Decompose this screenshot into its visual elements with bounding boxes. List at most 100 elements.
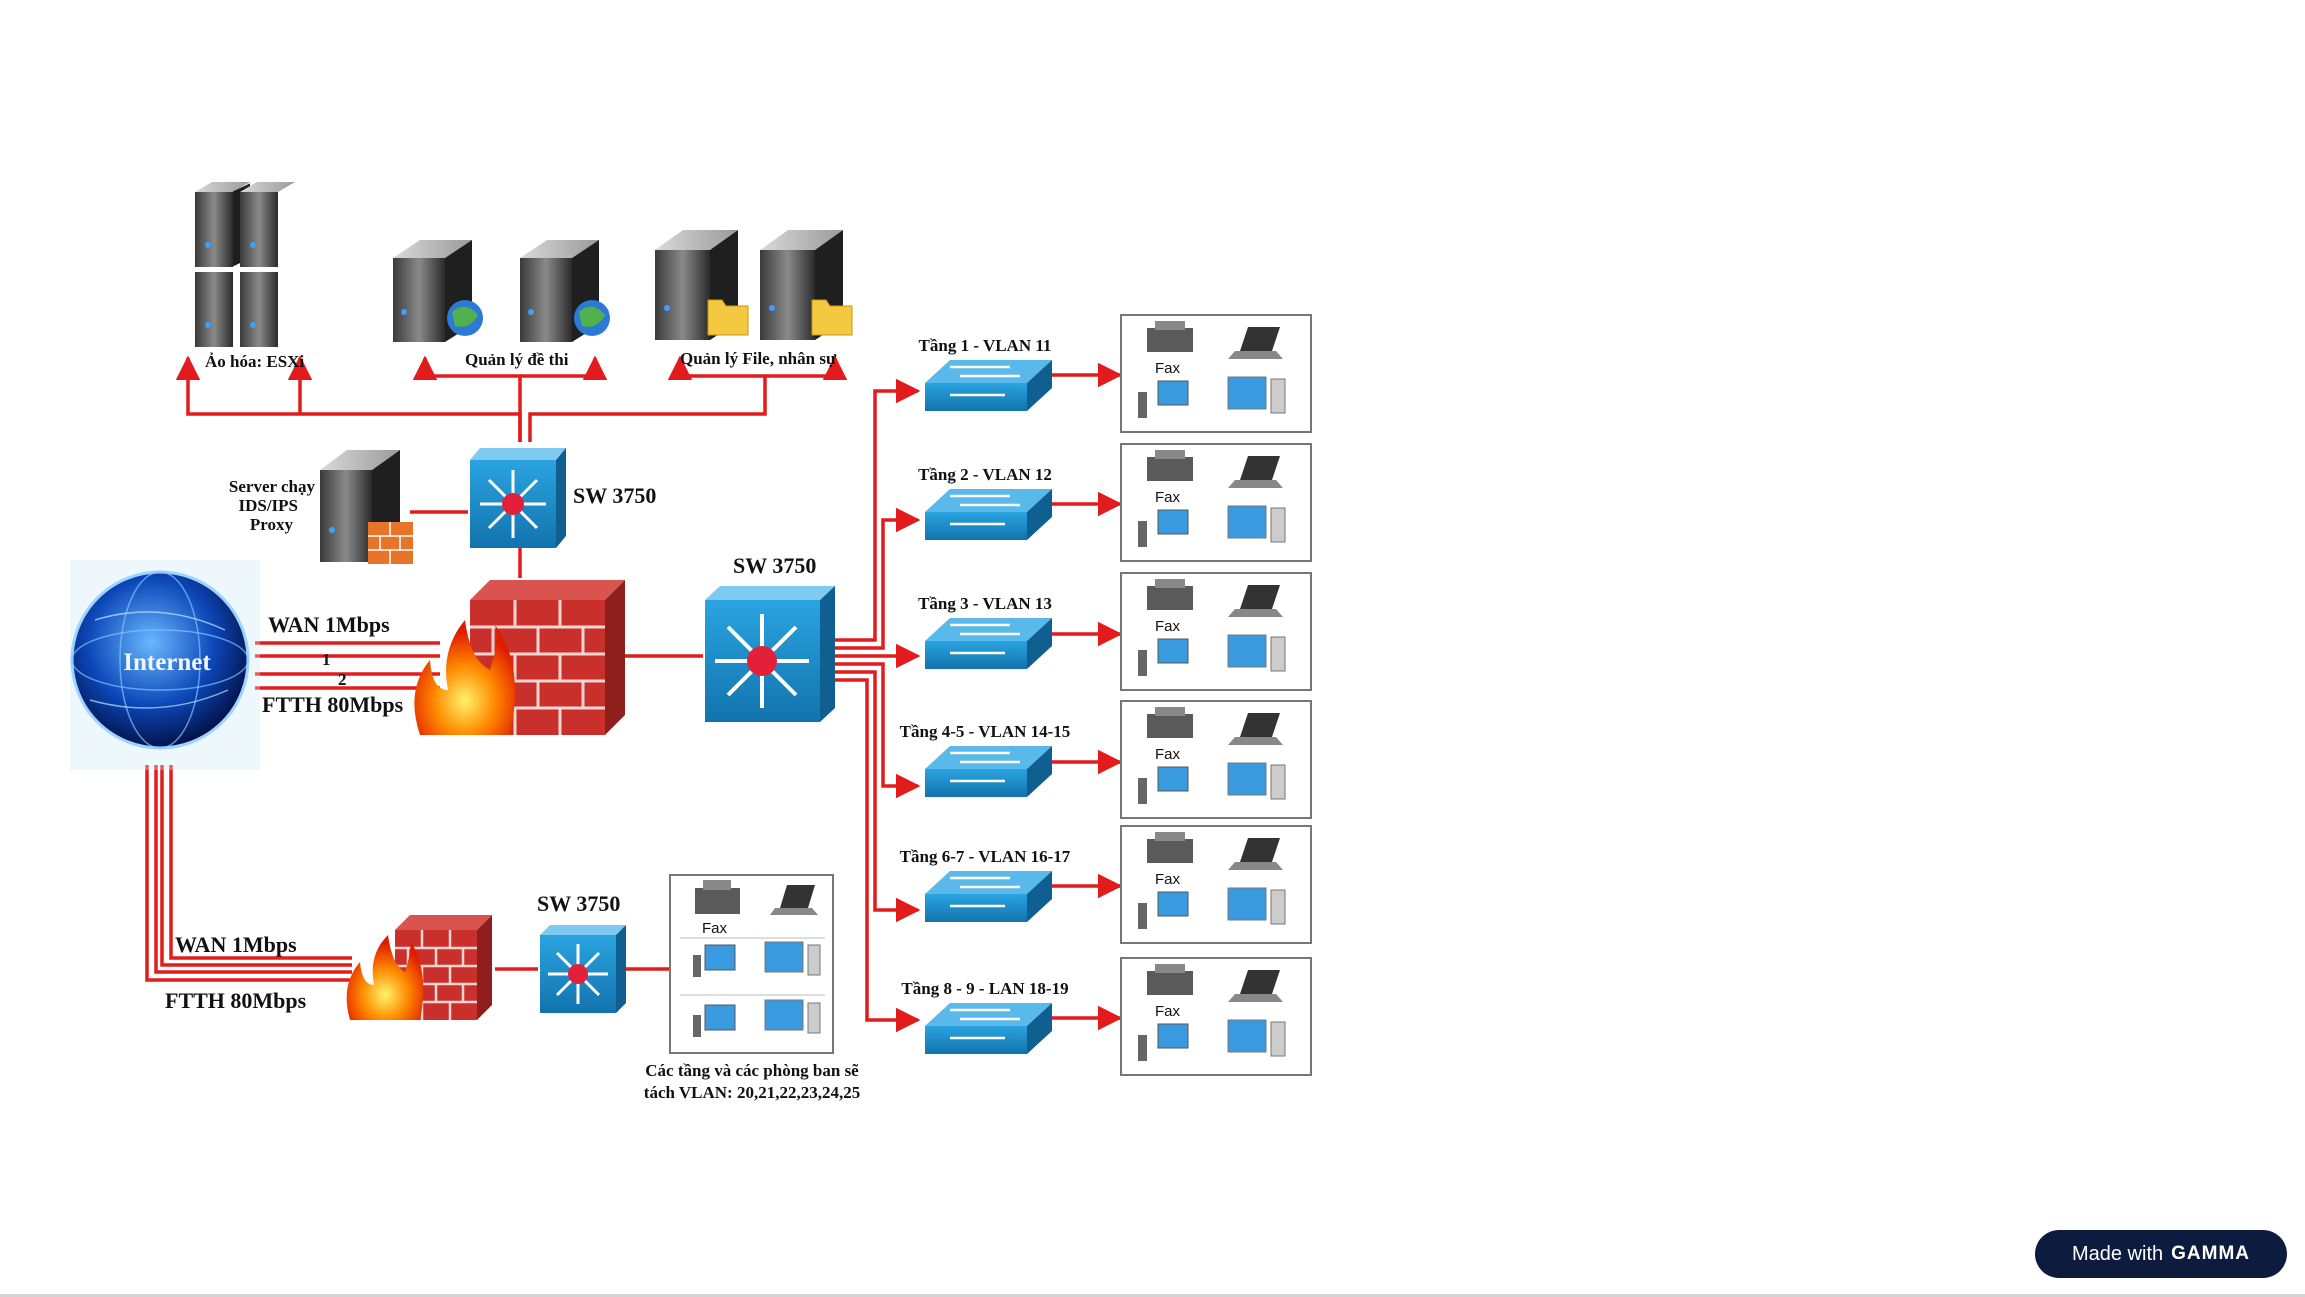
laptop-icon <box>1228 585 1283 617</box>
fax-label: Fax <box>1155 871 1181 888</box>
laptop-icon <box>1228 838 1283 870</box>
core-switch-label: SW 3750 <box>733 553 816 578</box>
desktop-icon <box>1138 1023 1189 1061</box>
link-top-sw-to-exam <box>412 355 522 442</box>
internet-globe: Internet <box>70 560 260 770</box>
floor-label: Tầng 4-5 - VLAN 14-15 <box>900 722 1071 741</box>
wan-link1-label: 1 <box>322 650 331 669</box>
imac-icon <box>1227 762 1286 800</box>
server-icon <box>195 182 295 347</box>
main-firewall <box>414 580 625 735</box>
access-switch-icon <box>925 746 1052 797</box>
desktop-icon <box>1138 638 1189 676</box>
link-core-to-floor6 <box>832 678 921 1033</box>
server-icon <box>393 240 472 342</box>
server-group-virtualization: Ảo hóa: ESXi <box>195 182 304 371</box>
floor-clients-box: Fax <box>1120 443 1312 562</box>
access-switch-icon <box>925 1003 1052 1054</box>
imac-icon <box>1227 505 1286 543</box>
firewall-badge-icon <box>368 522 413 564</box>
link-core-to-floor4 <box>832 662 921 799</box>
desktop-icon <box>1138 509 1189 547</box>
link-file-right <box>765 355 848 381</box>
links <box>145 355 1123 1033</box>
floor-row: Tầng 2 - VLAN 12 Fax <box>918 443 1312 562</box>
floor-label: Tầng 1 - VLAN 11 <box>919 336 1052 355</box>
gamma-brand-logo: GAMMA <box>2171 1243 2251 1264</box>
imac-icon <box>1227 634 1286 672</box>
floor-label: Tầng 2 - VLAN 12 <box>918 465 1052 484</box>
virtualization-label: Ảo hóa: ESXi <box>205 352 304 371</box>
laptop-icon <box>1228 456 1283 488</box>
floor-label: Tầng 6-7 - VLAN 16-17 <box>900 847 1071 866</box>
desktop-icon <box>1138 766 1189 804</box>
file-hr-management-label: Quản lý File, nhân sự <box>680 349 837 368</box>
link-core-to-floor1 <box>832 378 921 642</box>
exam-management-label: Quản lý đề thi <box>465 350 569 369</box>
top-switch-label: SW 3750 <box>573 483 656 508</box>
core-switch: SW 3750 <box>705 553 835 722</box>
branch-fax-label: Fax <box>702 920 728 937</box>
desktop-icon <box>693 944 736 977</box>
fire-icon <box>414 620 515 735</box>
laptop-icon <box>770 885 818 915</box>
access-switch-icon <box>925 489 1052 540</box>
link-top-sw-to-file <box>528 355 767 442</box>
globe-badge-icon <box>447 300 483 336</box>
branch-clients-box: Fax Các tầng và các phòng ban sẽ tách VL… <box>644 874 860 1102</box>
internet-label: Internet <box>123 649 211 676</box>
access-switch-icon <box>925 360 1052 411</box>
floor-clients-box: Fax <box>1120 825 1312 944</box>
fax-label: Fax <box>1155 489 1181 506</box>
floor-row: Tầng 1 - VLAN 11 Fax <box>919 314 1312 433</box>
folder-icon <box>707 299 749 336</box>
access-switch-icon <box>925 618 1052 669</box>
link-core-to-floor2 <box>832 507 921 650</box>
link-exam-right <box>520 355 608 381</box>
made-with-label: Made with <box>2071 1242 2164 1265</box>
imac-icon <box>764 941 821 976</box>
access-switch-icon <box>925 871 1052 922</box>
bottom-switch: SW 3750 <box>537 891 626 1013</box>
backup-firewall <box>346 915 492 1020</box>
floor-label: Tầng 8 - 9 - LAN 18-19 <box>901 979 1068 998</box>
fax-label: Fax <box>1155 618 1181 635</box>
floor-clients-box: Fax <box>1120 314 1312 433</box>
switch-arrows-icon <box>548 944 608 1004</box>
fax-icon <box>1147 579 1193 610</box>
imac-icon <box>1227 1019 1286 1057</box>
top-switch: SW 3750 <box>470 448 656 548</box>
link-internet-backup-2 <box>160 765 352 967</box>
server-group-exam: Quản lý đề thi <box>393 240 610 369</box>
made-with-gamma-badge[interactable]: Made with GAMMA <box>2035 1230 2287 1278</box>
fax-label: Fax <box>1155 360 1181 377</box>
wan-main-label: WAN 1Mbps <box>268 612 390 637</box>
globe-badge-icon <box>574 300 610 336</box>
link-internet-backup-1 <box>145 765 352 982</box>
ids-server-label-line2: IDS/IPS <box>238 496 298 515</box>
fax-icon <box>1147 964 1193 995</box>
desktop-icon <box>1138 891 1189 929</box>
switch-arrows-icon <box>480 470 546 538</box>
ids-server-label-line3: Proxy <box>250 515 294 534</box>
laptop-icon <box>1228 327 1283 359</box>
link-internet-backup-1b <box>154 765 352 974</box>
switch-arrows-icon <box>715 614 809 708</box>
imac-icon <box>1227 887 1286 925</box>
fax-icon <box>1147 450 1193 481</box>
floor-clients-box: Fax <box>1120 957 1312 1076</box>
laptop-icon <box>1228 970 1283 1002</box>
server-group-file: Quản lý File, nhân sự <box>655 230 853 368</box>
fax-label: Fax <box>1155 1003 1181 1020</box>
laptop-icon <box>1228 713 1283 745</box>
fax-icon <box>1147 321 1193 352</box>
desktop-icon <box>693 1004 736 1037</box>
ids-server: Server chạy IDS/IPS Proxy <box>229 450 413 564</box>
branch-caption-line1: Các tầng và các phòng ban sẽ <box>645 1061 859 1080</box>
desktop-icon <box>1138 380 1189 418</box>
link-internet-backup-2b <box>169 765 352 960</box>
fax-icon <box>695 880 740 914</box>
fire-icon <box>346 935 424 1020</box>
